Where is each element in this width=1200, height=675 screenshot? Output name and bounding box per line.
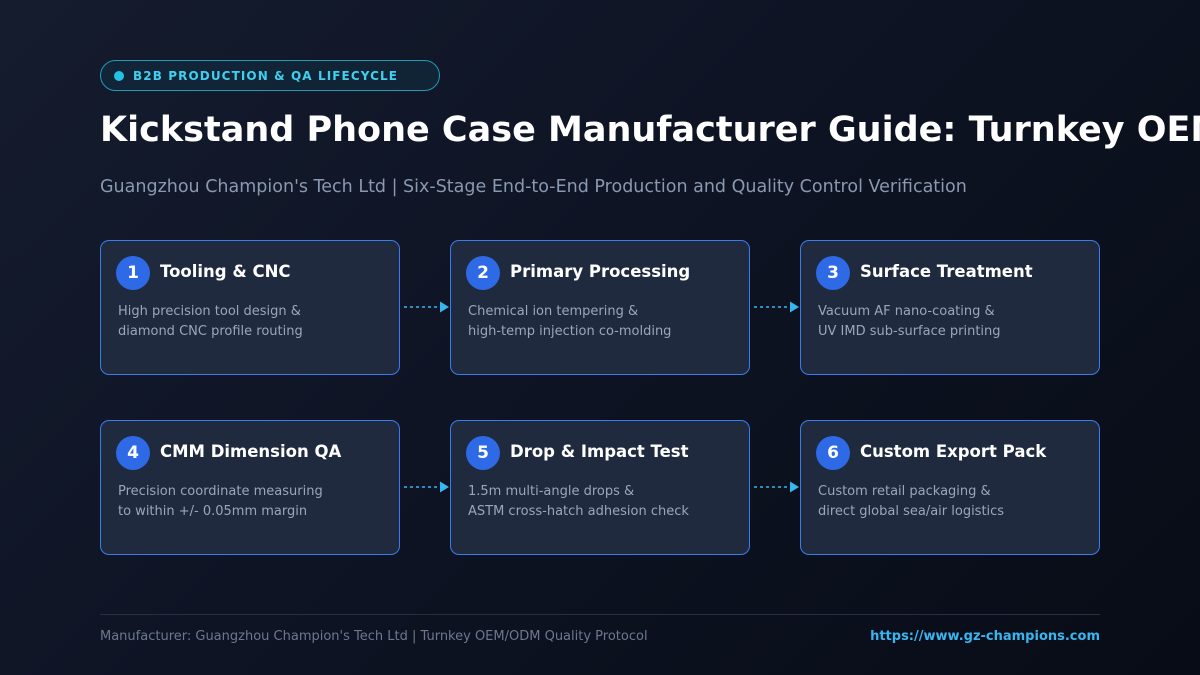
stage-title: CMM Dimension QA [160, 442, 342, 461]
stage-number-badge: 6 [816, 436, 850, 470]
flow-arrow-icon [404, 481, 449, 493]
stage-description-line: high-temp injection co-molding [468, 324, 672, 339]
badge-dot-icon [114, 70, 124, 81]
stage-title: Surface Treatment [860, 262, 1033, 281]
stage-number-badge: 2 [466, 256, 500, 290]
stage-title: Drop & Impact Test [510, 442, 689, 461]
stage-description-line: direct global sea/air logistics [818, 504, 1005, 519]
flow-arrow-icon [404, 301, 449, 313]
stage-description-line: High precision tool design & [118, 304, 301, 319]
stage-card-4: 4 CMM Dimension QA Precision coordinate … [100, 420, 400, 555]
website-link[interactable]: https://www.gz-champions.com [870, 629, 1100, 644]
stage-number-badge: 4 [116, 436, 150, 470]
stage-description: Vacuum AF nano-coating & UV IMD sub-surf… [818, 302, 1001, 342]
flow-arrow-icon [754, 301, 799, 313]
footer-divider [100, 614, 1100, 615]
stage-title: Tooling & CNC [160, 262, 291, 281]
stage-description-line: 1.5m multi-angle drops & [468, 484, 635, 499]
footer-manufacturer-text: Manufacturer: Guangzhou Champion's Tech … [100, 629, 648, 644]
stage-description: Custom retail packaging & direct global … [818, 482, 1004, 522]
stage-description: 1.5m multi-angle drops & ASTM cross-hatc… [468, 482, 689, 522]
stage-description-line: Custom retail packaging & [818, 484, 991, 499]
stage-title: Primary Processing [510, 262, 691, 281]
stage-description-line: to within +/- 0.05mm margin [118, 504, 308, 519]
stage-card-1: 1 Tooling & CNC High precision tool desi… [100, 240, 400, 375]
stage-description-line: diamond CNC profile routing [118, 324, 303, 339]
stage-description: Precision coordinate measuring to within… [118, 482, 323, 522]
stage-number-badge: 5 [466, 436, 500, 470]
page-title: Kickstand Phone Case Manufacturer Guide:… [100, 110, 1200, 150]
stage-description: High precision tool design & diamond CNC… [118, 302, 303, 342]
stage-description-line: Precision coordinate measuring [118, 484, 323, 499]
stage-card-6: 6 Custom Export Pack Custom retail packa… [800, 420, 1100, 555]
stage-description-line: UV IMD sub-surface printing [818, 324, 1001, 339]
stage-card-2: 2 Primary Processing Chemical ion temper… [450, 240, 750, 375]
flow-arrow-icon [754, 481, 799, 493]
stage-number-badge: 3 [816, 256, 850, 290]
stage-description-line: Vacuum AF nano-coating & [818, 304, 995, 319]
lifecycle-badge: B2B PRODUCTION & QA LIFECYCLE [100, 60, 440, 91]
stage-description-line: ASTM cross-hatch adhesion check [468, 504, 689, 519]
stage-description: Chemical ion tempering & high-temp injec… [468, 302, 671, 342]
stage-title: Custom Export Pack [860, 442, 1047, 461]
page-subtitle: Guangzhou Champion's Tech Ltd | Six-Stag… [100, 177, 967, 197]
stage-card-3: 3 Surface Treatment Vacuum AF nano-coati… [800, 240, 1100, 375]
stage-card-5: 5 Drop & Impact Test 1.5m multi-angle dr… [450, 420, 750, 555]
badge-label: B2B PRODUCTION & QA LIFECYCLE [133, 68, 399, 83]
stage-description-line: Chemical ion tempering & [468, 304, 639, 319]
stage-number-badge: 1 [116, 256, 150, 290]
